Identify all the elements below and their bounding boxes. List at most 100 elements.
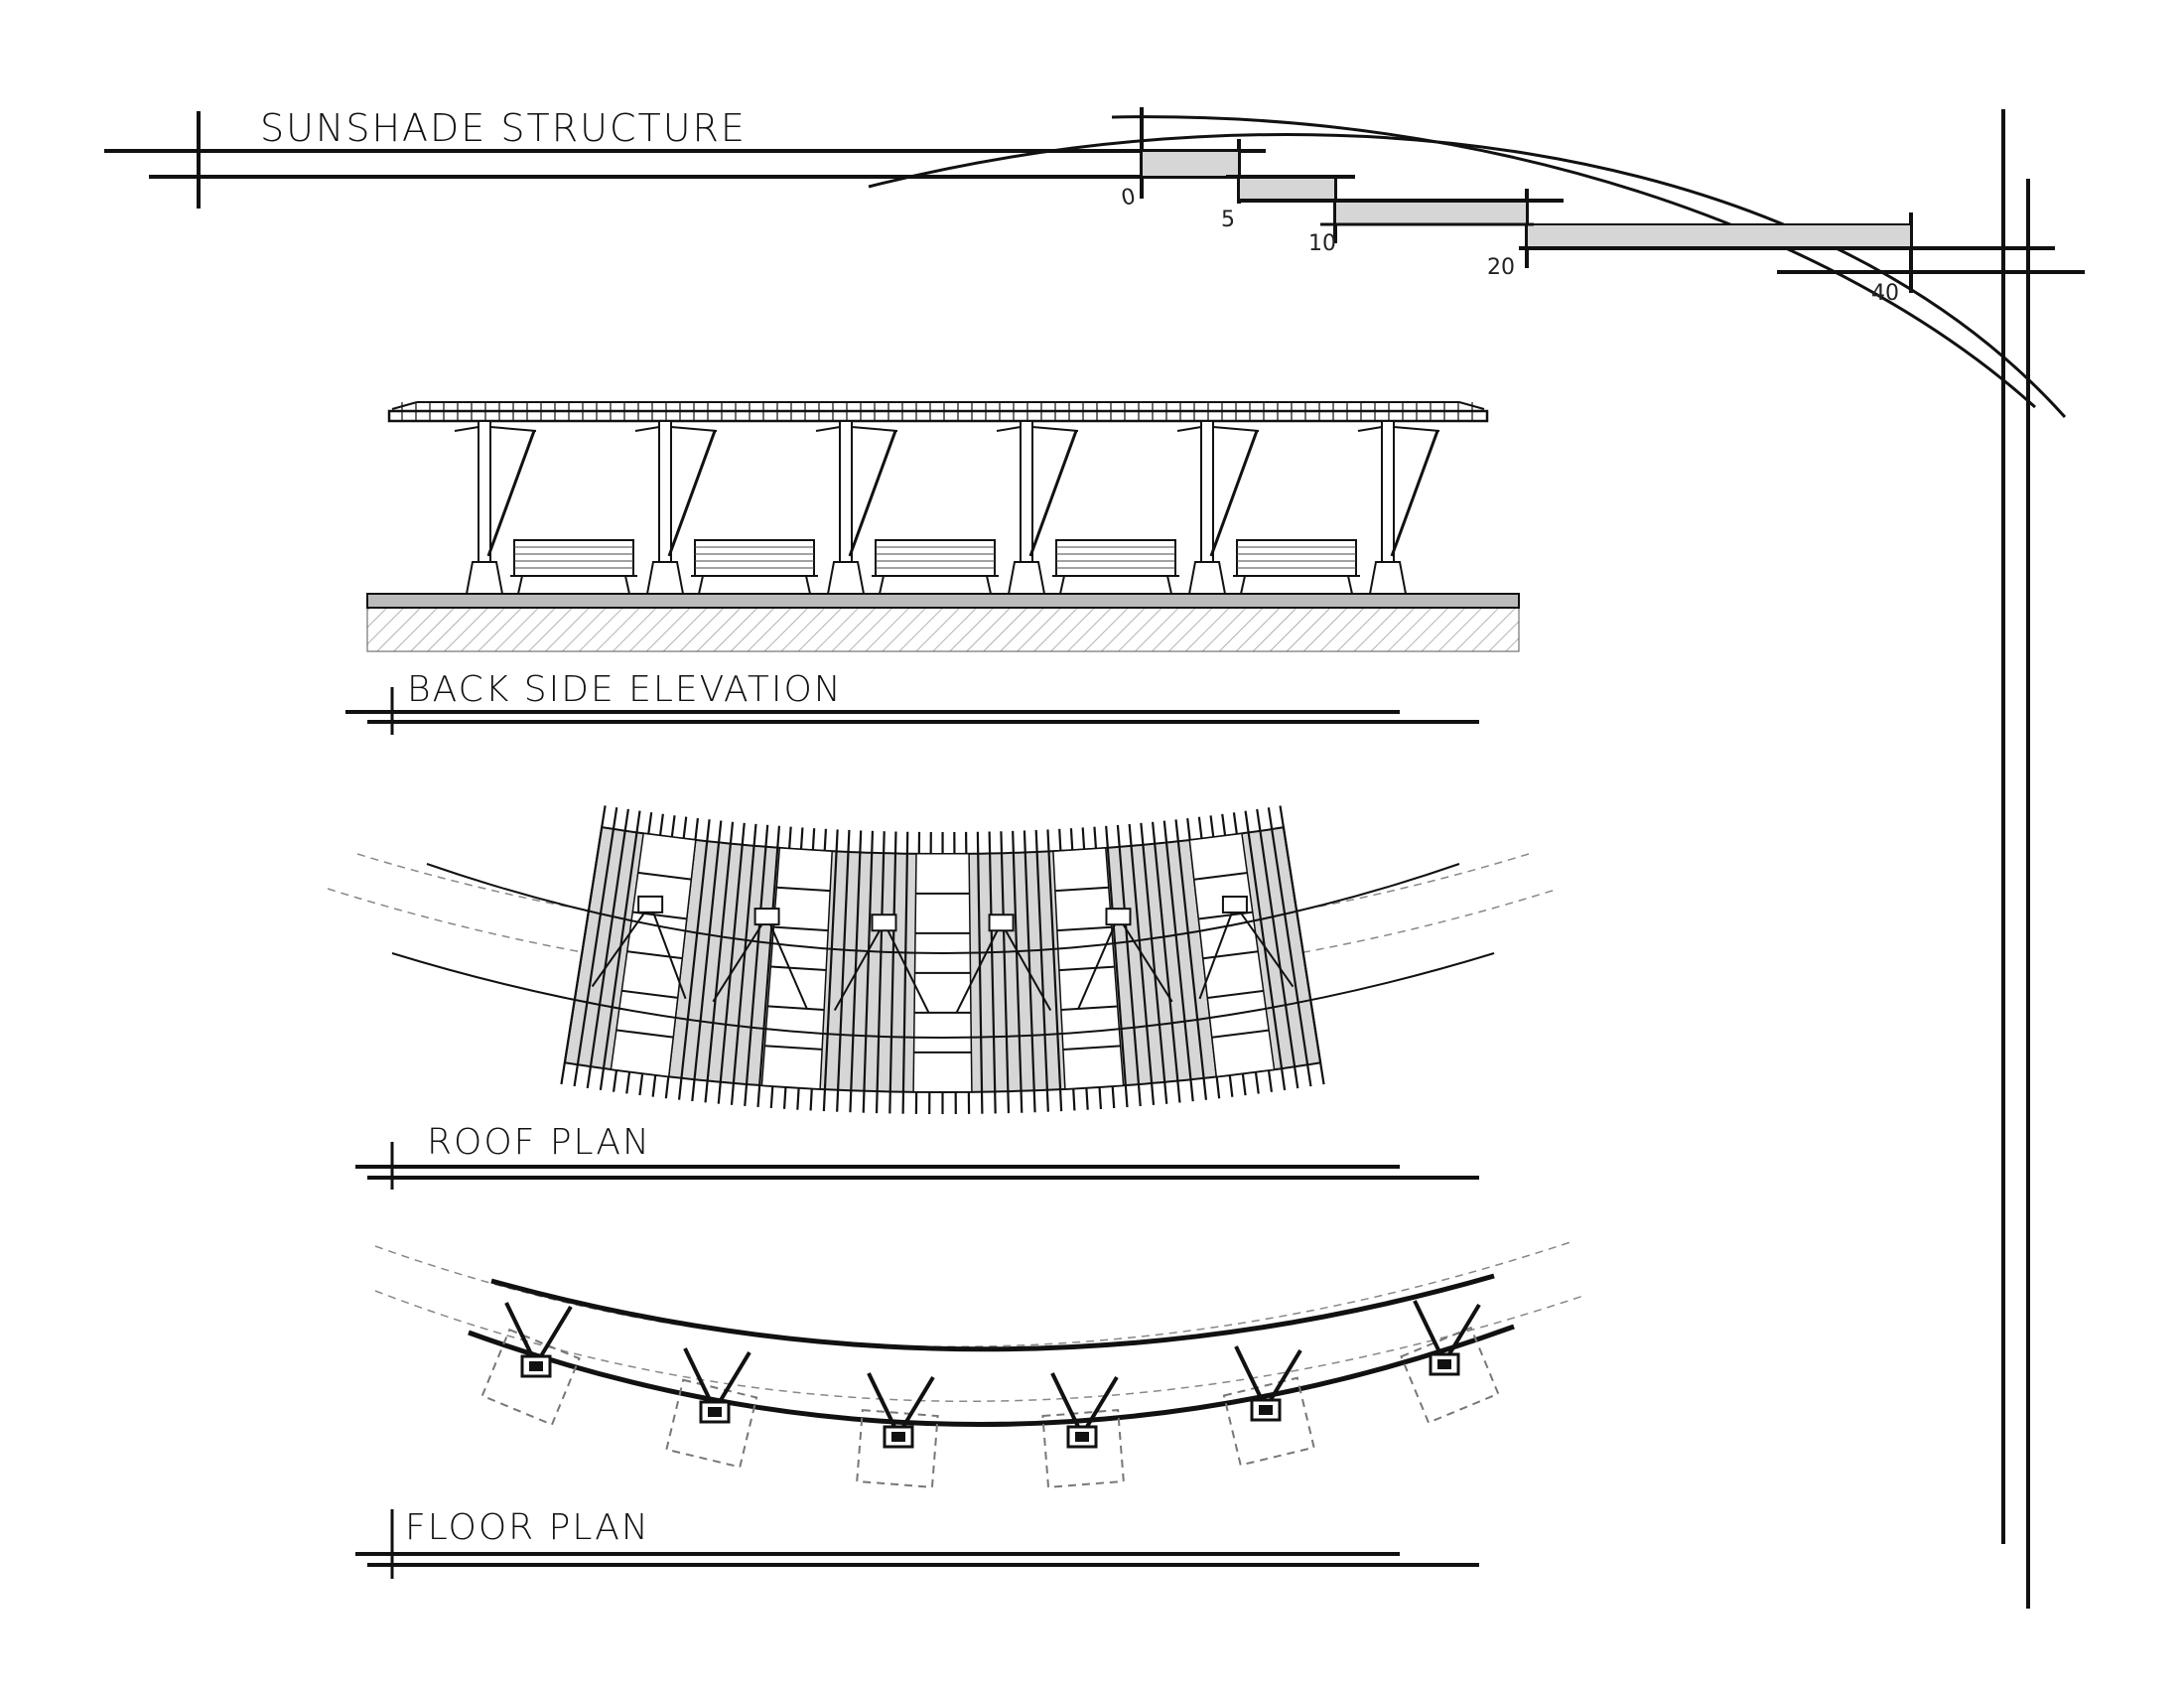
bench [1052, 539, 1179, 595]
roof-rafter [901, 831, 909, 1114]
bench [510, 539, 637, 595]
footing [1187, 561, 1227, 595]
footing-outline [665, 1378, 758, 1469]
footing-outline [1222, 1376, 1315, 1467]
roof-batten [1060, 1005, 1118, 1012]
footing [826, 561, 866, 595]
elevation-title: BACK SIDE ELEVATION [407, 669, 843, 710]
roof-rafter [1105, 825, 1129, 1108]
roof-rafter [862, 830, 875, 1113]
roof-batten [1054, 886, 1109, 893]
roof-batten [1062, 1045, 1121, 1051]
roof-batten [767, 1005, 825, 1011]
column-cap [871, 914, 897, 932]
column [996, 420, 1079, 595]
header: SUNSHADE STRUCTURE [104, 106, 1340, 209]
roof-rafter [677, 819, 711, 1100]
roof-column-brace [712, 908, 808, 1010]
column-post [1075, 1432, 1089, 1442]
scale-label-0: 0 [1119, 184, 1138, 211]
roof-batten [615, 1029, 674, 1039]
footing-outline [1400, 1326, 1500, 1425]
column-post [529, 1361, 543, 1371]
scale-segment [1141, 150, 1240, 178]
column-cap [1105, 908, 1132, 926]
back-side-elevation [366, 401, 1520, 652]
roof-batten [776, 886, 831, 893]
roof-column-brace [955, 914, 1052, 1014]
roof-rafter [1012, 830, 1024, 1113]
roof-batten [1211, 1029, 1270, 1039]
roof-rafter [1151, 821, 1181, 1103]
roof-rafter [691, 820, 723, 1102]
roof-batten [1193, 872, 1248, 881]
column-post [708, 1407, 722, 1417]
floor-column [1400, 1300, 1500, 1425]
roof-rafter [976, 831, 984, 1114]
bench [1233, 539, 1360, 595]
roof-rafter [599, 810, 641, 1090]
elevation-title-block: BACK SIDE ELEVATION [345, 669, 1479, 735]
scale-label-5: 5 [1221, 208, 1235, 232]
roof-rafter [717, 822, 746, 1104]
scale-label-10: 10 [1308, 231, 1336, 256]
footing [1007, 561, 1046, 595]
roof-rafter [1162, 820, 1194, 1102]
floor-plan-title-block: FLOOR PLAN [355, 1507, 1479, 1579]
scale-segment [1526, 223, 1912, 249]
roof-rafter [836, 829, 851, 1112]
bench [691, 539, 818, 595]
roof-column-brace [1077, 908, 1173, 1010]
floor-plan [374, 1240, 1584, 1488]
floor-column [1041, 1372, 1125, 1488]
column-cap [1221, 895, 1248, 914]
roof-batten [1202, 950, 1259, 960]
roof-rafter [1256, 808, 1299, 1089]
roof-batten [770, 965, 827, 972]
column-cap [988, 914, 1015, 932]
roof-batten [626, 950, 683, 960]
roof-rafter [586, 808, 629, 1089]
roof-rafter [756, 825, 781, 1108]
roof-rafter [1244, 810, 1287, 1091]
roof-plan [327, 805, 1560, 1115]
floor-column [1222, 1345, 1315, 1467]
roof-rafter [1267, 807, 1312, 1087]
sheet-border [1976, 109, 2085, 1609]
roof-rafter [1116, 824, 1142, 1107]
roof-column-brace [591, 895, 687, 1000]
footing-outline [856, 1409, 939, 1488]
roof-batten [1056, 925, 1112, 932]
roof-batten [1207, 989, 1264, 999]
roof-elevation [387, 401, 1489, 423]
roof-rafter [573, 806, 618, 1087]
bench [872, 539, 999, 595]
floor-column [856, 1372, 939, 1488]
roof-batten [1058, 965, 1115, 972]
column [1357, 420, 1440, 595]
roof-column-brace [833, 914, 930, 1014]
roof-rafter [822, 829, 839, 1112]
column-cap [637, 895, 664, 914]
footing-outline [480, 1328, 581, 1427]
column [815, 420, 898, 595]
scale-label-40: 40 [1871, 281, 1899, 306]
roof-rafter [1128, 823, 1156, 1105]
roof-column-brace [1198, 895, 1295, 1000]
roof-batten [764, 1045, 823, 1051]
column-cap [753, 908, 780, 926]
roof-rafter [1046, 829, 1063, 1112]
column [1176, 420, 1260, 595]
footing [645, 561, 685, 595]
column-post [1437, 1359, 1451, 1369]
roof-rafter [875, 831, 886, 1114]
footing-outline [1041, 1409, 1125, 1488]
scale-segment [1334, 200, 1528, 225]
roof-rafter [730, 823, 757, 1105]
roof-batten [621, 989, 678, 999]
roof-rafter [888, 831, 897, 1114]
floor-column [665, 1347, 758, 1469]
roof-rafter [1034, 829, 1049, 1112]
roof-plan-title-block: ROOF PLAN [355, 1122, 1479, 1190]
